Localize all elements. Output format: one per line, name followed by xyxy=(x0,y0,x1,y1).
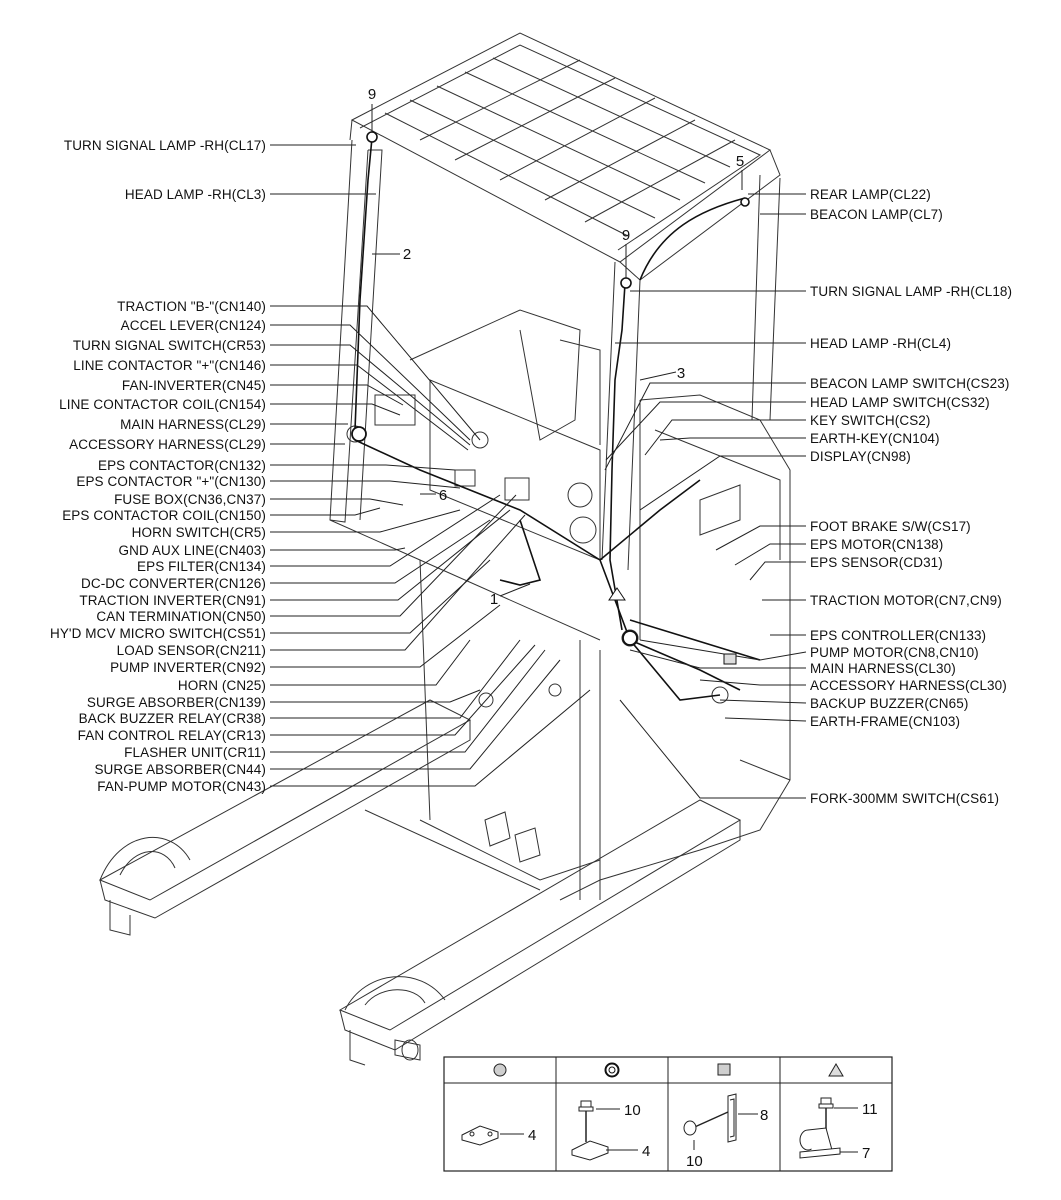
right-label-group: REAR LAMP(CL22) BEACON LAMP(CL7) TURN SI… xyxy=(810,187,1012,806)
callout-2: 2 xyxy=(403,246,411,263)
label-traction-inverter-cn91: TRACTION INVERTER(CN91) xyxy=(79,593,266,608)
callout-9-right: 9 xyxy=(622,227,630,244)
callout-numbers: 9 9 5 2 3 6 1 xyxy=(368,86,744,608)
right-leader-lines xyxy=(604,193,807,799)
legend-part-8: 8 xyxy=(760,1107,768,1124)
label-accessory-harness-cl29: ACCESSORY HARNESS(CL29) xyxy=(69,437,266,452)
label-fan-control-relay-cr13: FAN CONTROL RELAY(CR13) xyxy=(78,728,266,743)
label-beacon-lamp-cl7: BEACON LAMP(CL7) xyxy=(810,207,943,222)
label-fuse-box-cn36-cn37: FUSE BOX(CN36,CN37) xyxy=(114,492,266,507)
label-surge-absorber-cn139: SURGE ABSORBER(CN139) xyxy=(87,695,266,710)
label-fan-inverter-cn45: FAN-INVERTER(CN45) xyxy=(122,378,266,393)
label-eps-contactor-cn132: EPS CONTACTOR(CN132) xyxy=(98,458,266,473)
strap-bolt-part-drawing xyxy=(683,1093,758,1150)
label-foot-brake-sw-cs17: FOOT BRAKE S/W(CS17) xyxy=(810,519,971,534)
callout-9-left: 9 xyxy=(368,86,376,103)
label-traction-b-cn140: TRACTION "B-"(CN140) xyxy=(117,299,266,314)
label-line-contactor-coil-cn154: LINE CONTACTOR COIL(CN154) xyxy=(59,397,266,412)
label-accel-lever-cn124: ACCEL LEVER(CN124) xyxy=(121,318,266,333)
legend-part-7: 7 xyxy=(862,1145,870,1162)
label-gnd-aux-line-cn403: GND AUX LINE(CN403) xyxy=(119,543,266,558)
label-turn-signal-lamp-cl18: TURN SIGNAL LAMP -RH(CL18) xyxy=(810,284,1012,299)
triangle-icon xyxy=(828,1063,844,1077)
connector-symbols xyxy=(351,131,750,665)
callout-6: 6 xyxy=(439,487,447,504)
callout-leader-lines xyxy=(371,104,743,597)
callout-3: 3 xyxy=(677,365,685,382)
label-pump-motor-cn8-cn10: PUMP MOTOR(CN8,CN10) xyxy=(810,645,979,660)
dotted-square-icon xyxy=(717,1063,731,1076)
label-turn-signal-switch-cr53: TURN SIGNAL SWITCH(CR53) xyxy=(73,338,266,353)
label-backup-buzzer-cn65: BACKUP BUZZER(CN65) xyxy=(810,696,968,711)
label-flasher-unit-cr11: FLASHER UNIT(CR11) xyxy=(124,745,266,760)
left-label-group: TURN SIGNAL LAMP -RH(CL17) HEAD LAMP -RH… xyxy=(50,138,266,794)
legend-part-11: 11 xyxy=(862,1101,878,1118)
dotted-circle-icon xyxy=(493,1063,507,1077)
label-main-harness-cl30: MAIN HARNESS(CL30) xyxy=(810,661,956,676)
label-accessory-harness-cl30: ACCESSORY HARNESS(CL30) xyxy=(810,678,1007,693)
label-fan-pump-motor-cn43: FAN-PUMP MOTOR(CN43) xyxy=(97,779,266,794)
label-horn-switch-cr5: HORN SWITCH(CR5) xyxy=(132,525,266,540)
left-leader-lines xyxy=(270,144,591,787)
label-line-contactor-plus-cn146: LINE CONTACTOR "+"(CN146) xyxy=(73,358,266,373)
label-rear-lamp-cl22: REAR LAMP(CL22) xyxy=(810,187,931,202)
label-can-termination-cn50: CAN TERMINATION(CN50) xyxy=(96,609,266,624)
clip-part-drawing xyxy=(461,1125,524,1146)
label-surge-absorber-cn44: SURGE ABSORBER(CN44) xyxy=(94,762,266,777)
label-earth-key-cn104: EARTH-KEY(CN104) xyxy=(810,431,940,446)
label-eps-motor-cn138: EPS MOTOR(CN138) xyxy=(810,537,943,552)
label-main-harness-cl29: MAIN HARNESS(CL29) xyxy=(120,417,266,432)
label-pump-inverter-cn92: PUMP INVERTER(CN92) xyxy=(110,660,266,675)
label-eps-filter-cn134: EPS FILTER(CN134) xyxy=(137,559,266,574)
wiring-harness-lines xyxy=(354,137,761,701)
label-eps-contactor-plus-cn130: EPS CONTACTOR "+"(CN130) xyxy=(76,474,266,489)
label-dc-dc-converter-cn126: DC-DC CONVERTER(CN126) xyxy=(81,576,266,591)
label-head-lamp-cl3: HEAD LAMP -RH(CL3) xyxy=(125,187,266,202)
label-traction-motor-cn7-cn9: TRACTION MOTOR(CN7,CN9) xyxy=(810,593,1002,608)
label-key-switch-cs2: KEY SWITCH(CS2) xyxy=(810,413,931,428)
label-eps-controller-cn133: EPS CONTROLLER(CN133) xyxy=(810,628,986,643)
label-display-cn98: DISPLAY(CN98) xyxy=(810,449,911,464)
bolt-clip-part-drawing xyxy=(571,1100,638,1161)
label-earth-frame-cn103: EARTH-FRAME(CN103) xyxy=(810,714,960,729)
label-eps-sensor-cd31: EPS SENSOR(CD31) xyxy=(810,555,943,570)
label-beacon-lamp-switch-cs23: BEACON LAMP SWITCH(CS23) xyxy=(810,376,1009,391)
legend-part-10-b: 10 xyxy=(686,1153,703,1170)
label-eps-contactor-coil-cn150: EPS CONTACTOR COIL(CN150) xyxy=(62,508,266,523)
label-turn-signal-lamp-cl17: TURN SIGNAL LAMP -RH(CL17) xyxy=(64,138,266,153)
legend-part-4-a: 4 xyxy=(528,1127,536,1144)
legend-part-4-b: 4 xyxy=(642,1143,650,1160)
forklift-frame-drawing xyxy=(98,32,791,1066)
label-fork-300mm-switch-cs61: FORK-300MM SWITCH(CS61) xyxy=(810,791,999,806)
label-hyd-mcv-micro-switch-cs51: HY'D MCV MICRO SWITCH(CS51) xyxy=(50,626,266,641)
label-back-buzzer-relay-cr38: BACK BUZZER RELAY(CR38) xyxy=(79,711,266,726)
label-head-lamp-switch-cs32: HEAD LAMP SWITCH(CS32) xyxy=(810,395,990,410)
legend-table: 4 10 4 8 10 xyxy=(443,1056,893,1172)
label-head-lamp-cl4: HEAD LAMP -RH(CL4) xyxy=(810,336,951,351)
callout-5: 5 xyxy=(736,153,744,170)
legend-part-10-a: 10 xyxy=(624,1102,641,1119)
label-load-sensor-cn211: LOAD SENSOR(CN211) xyxy=(117,643,266,658)
callout-1: 1 xyxy=(490,591,498,608)
ring-icon xyxy=(604,1062,620,1078)
label-horn-cn25: HORN (CN25) xyxy=(178,678,266,693)
bolt-clamp-part-drawing xyxy=(799,1097,858,1159)
